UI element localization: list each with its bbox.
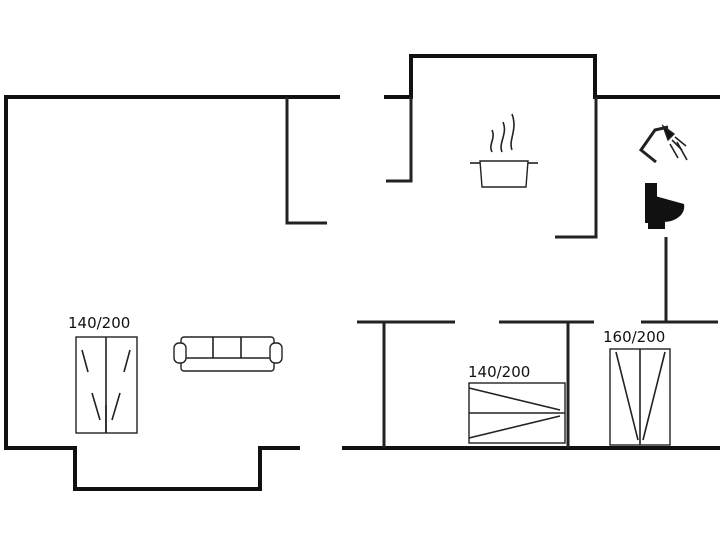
shower-icon [638,124,688,164]
outer-wall-kitchen-bump [384,54,720,99]
bed-stroke [468,387,561,411]
bed-right: 160/200 [603,328,671,446]
sofa-icon [173,336,283,372]
walls [4,54,720,491]
toilet-icon [645,183,685,229]
bed-right-label: 160/200 [603,328,665,346]
bed-middle: 140/200 [468,363,566,444]
outer-wall-top-left [4,95,340,491]
bed-middle-label: 140/200 [468,363,530,381]
bed-stroke [91,392,101,421]
bed-stroke [615,351,639,441]
partition-bathroom [555,97,598,239]
bed-left-label: 140/200 [68,314,130,332]
bed-stroke [111,392,121,421]
bed-stroke [642,351,666,441]
bed-stroke [123,349,131,373]
partition-kitchen-left [386,97,413,183]
bed-stroke [81,349,89,373]
cooking-pot-icon [470,113,538,188]
partition-living [285,97,327,225]
bed-left: 140/200 [68,314,138,434]
bed-stroke [468,415,561,439]
